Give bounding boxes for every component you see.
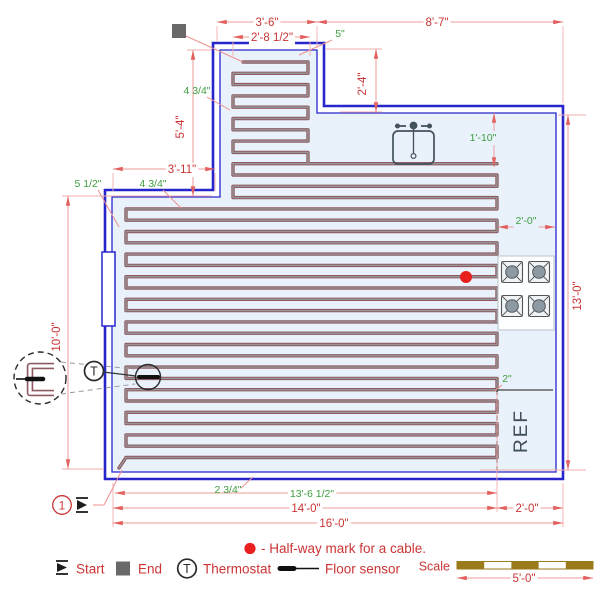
plan-markers: 1 T	[13, 24, 472, 515]
legend-start-label: Start	[76, 562, 105, 577]
legend-end-label: End	[138, 562, 162, 577]
dim-label-strip-cable-width: 2'-8 1/2"	[251, 32, 293, 44]
dim-label-mask	[317, 517, 351, 531]
end-marker-leader	[185, 35, 244, 63]
scale-bar	[456, 561, 594, 570]
start-icon	[76, 497, 88, 513]
scale-label: Scale	[419, 560, 450, 574]
legend-thermostat-icon	[176, 558, 198, 579]
dim-label-main-row-gap: 4 3/4"	[139, 178, 166, 190]
legend-thermostat-label: Thermostat	[203, 562, 272, 577]
stove-burner-icon	[500, 260, 524, 284]
dim-label-mask	[248, 31, 296, 45]
dim-label-bottom-main-width: 14'-0"	[291, 503, 320, 515]
faucet-handle-right-dot	[427, 123, 432, 129]
dim-label-mask	[510, 572, 538, 586]
sensor-lead-line	[102, 371, 137, 377]
sink	[392, 121, 435, 165]
halfway-mark-dot	[460, 271, 472, 283]
dim-label-step-width: 3'-11"	[168, 164, 196, 176]
sensor-location-circle	[134, 363, 162, 391]
legend: - Half-way mark for a cable. Start End T…	[56, 541, 594, 586]
dim-label-bottom-cable-gap: 2 3/4"	[214, 484, 241, 496]
thermostat-icon	[83, 360, 105, 382]
stove-burner-icon	[500, 294, 524, 318]
dim-label-mask	[423, 16, 451, 30]
dim-label-scale-length: 5'-0"	[513, 573, 536, 585]
inner-wall	[111, 49, 557, 473]
legend-halfway-dot	[244, 542, 256, 555]
dimension-labels-green: 13'-6 1/2" 2'-0" 1'-10" 4 3/4" 5" 5 1/2"…	[74, 28, 539, 501]
dim-label-total-width: 16'-0"	[319, 518, 348, 530]
sensor-detail-callout	[13, 351, 67, 405]
sink-drain-icon	[410, 153, 417, 160]
dim-label-upper-right-offset: 2'-4"	[357, 73, 369, 96]
window	[101, 251, 116, 327]
stove	[497, 255, 555, 331]
end-icon	[172, 24, 186, 38]
dim-label-mask	[287, 487, 337, 501]
dim-label-upper-right-width: 8'-7"	[426, 17, 449, 29]
dim-label-cable-area-width: 13'-6 1/2"	[290, 488, 335, 500]
stove-burner-icon	[527, 260, 551, 284]
dim-label-right-counter-width: 2'-0"	[516, 215, 537, 227]
thermostat-letter: T	[90, 365, 98, 379]
stove-burner-icon	[527, 294, 551, 318]
dim-label-counter-depth: 1'-10"	[470, 132, 497, 144]
dim-label-bottom-right-width: 2'-0"	[516, 503, 539, 515]
dim-label-strip-height: 5'-4"	[175, 116, 187, 139]
legend-floor-sensor-label: Floor sensor	[325, 562, 401, 577]
dim-label-mask	[513, 502, 541, 516]
dim-label-left-height: 10'-0"	[51, 322, 63, 351]
dim-label-mask	[467, 131, 499, 145]
heating-cable	[117, 60, 499, 470]
start-marker-leader	[93, 469, 123, 506]
dim-label-right-height: 13'-0"	[572, 281, 584, 310]
dim-label-strip-width: 3'-6"	[256, 17, 279, 29]
legend-halfway-label: - Half-way mark for a cable.	[261, 541, 426, 556]
dim-label-mask	[513, 214, 539, 228]
dim-label-mask	[165, 163, 199, 177]
dim-label-ref-gap: 2"	[502, 373, 512, 385]
faucet-icon	[409, 121, 418, 130]
cable-core-line	[118, 61, 498, 469]
dimension-labels-red: 3'-6" 8'-7" 2'-8 1/2" 2'-4" 5'-4" 3'-11"…	[51, 16, 584, 531]
cable-number: 1	[59, 501, 65, 513]
legend-start-icon	[56, 560, 68, 575]
faucet-handle-left-dot	[395, 123, 400, 129]
dim-label-mask	[289, 502, 323, 516]
dim-label-mask	[253, 16, 281, 30]
legend-end-icon	[116, 561, 130, 576]
cable-number-badge	[52, 495, 72, 515]
ref-label: REF	[511, 409, 532, 453]
legend-thermostat-letter: T	[183, 562, 191, 576]
dim-label-left-wall-gap: 5 1/2"	[74, 178, 101, 190]
dim-label-strip-right-gap: 5"	[335, 28, 345, 40]
detail-callout-line-bottom	[60, 383, 136, 395]
dim-label-strip-row-gap: 4 3/4"	[183, 85, 210, 97]
